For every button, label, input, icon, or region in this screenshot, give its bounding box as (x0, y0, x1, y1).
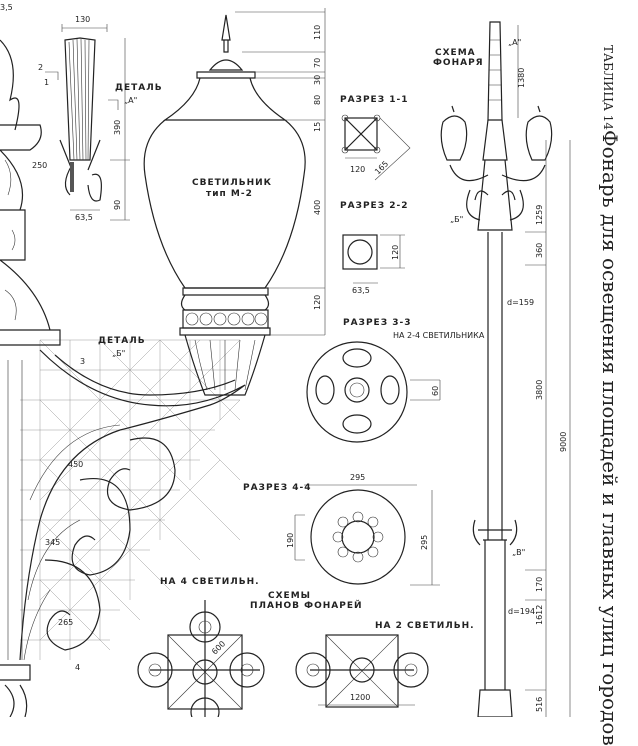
plate-title: Фонарь для освещения площадей и главных … (598, 130, 622, 746)
dim-label: 70 (313, 58, 322, 68)
section-mark: 4 (75, 663, 80, 672)
luminaire-m2 (143, 8, 326, 396)
dim-label: 1259 (535, 205, 544, 225)
dim-label: 63,5 (75, 213, 93, 222)
dim-label: 60 (431, 386, 440, 396)
detail-a-mark: „А" (124, 96, 137, 105)
dim-label: 120 (313, 295, 322, 310)
section-3-3-note: НА 2-4 СВЕТИЛЬНИКА (393, 331, 485, 340)
dim-label: 295 (350, 473, 365, 482)
dim-label: 90 (113, 200, 122, 210)
plans-subtitle: ПЛАНОВ ФОНАРЕЙ (250, 599, 363, 611)
dim-label: 516 (535, 697, 544, 712)
luminaire-name: СВЕТИЛЬНИК (192, 178, 272, 188)
section-3-3 (304, 341, 441, 486)
scheme-label2: ФОНАРЯ (433, 58, 484, 68)
section-mark: 2 (38, 63, 43, 72)
dim-label: 1612 (535, 605, 544, 625)
scheme-mark-a: „А" (508, 38, 521, 47)
dim-label: 600 (210, 639, 227, 656)
plan-4-luminaires (137, 600, 265, 717)
section-mark: 3 (80, 357, 85, 366)
section-2-2-label: РАЗРЕЗ 2-2 (340, 201, 409, 211)
plan-2-label: НА 2 СВЕТИЛЬН. (375, 621, 475, 631)
diameter-label: d=194 (508, 607, 535, 616)
detail-a-label: ДЕТАЛЬ (115, 83, 163, 93)
dim-label: 265 (58, 618, 73, 627)
section-3-3-label: РАЗРЕЗ 3-3 (343, 318, 412, 328)
diameter-label: d=159 (507, 298, 534, 307)
detail-b-mark: „Б" (112, 349, 125, 358)
luminaire-type: тип М-2 (206, 189, 253, 199)
plans-title: СХЕМЫ (268, 591, 311, 601)
dim-label: 120 (350, 165, 365, 174)
lantern-drawing: ДЕТАЛЬ „А" 130 390 90 63,5 1 3,5 250 2 3… (0, 3, 571, 717)
column-fragment (0, 39, 61, 717)
dim-label: 110 (313, 25, 322, 40)
dim-label: 63,5 (352, 286, 370, 295)
scheme-mark-v: „В" (512, 548, 525, 557)
detail-b-bracket (19, 349, 246, 661)
lantern-scheme (440, 21, 571, 717)
dim-label: 30 (313, 75, 322, 85)
scheme-label: СХЕМА (435, 48, 476, 58)
dim-label: 450 (68, 460, 83, 469)
dim-label: 1200 (350, 693, 370, 702)
dim-label: 165 (373, 159, 390, 176)
dim-label: 1380 (517, 68, 526, 88)
section-4-4-label: РАЗРЕЗ 4-4 (243, 483, 312, 493)
labels: ДЕТАЛЬ „А" 130 390 90 63,5 1 3,5 250 2 3… (0, 3, 568, 712)
dim-label: 3800 (535, 380, 544, 400)
dim-label: 130 (75, 15, 90, 24)
dim-label: 390 (113, 120, 122, 135)
dim-label: 3,5 (0, 3, 13, 12)
dim-label: 9000 (559, 432, 568, 452)
plan-2-luminaires (295, 634, 429, 708)
dim-label: 190 (286, 533, 295, 548)
section-4-4 (294, 489, 440, 586)
dim-label: 295 (420, 535, 429, 550)
section-1-1 (341, 114, 411, 181)
detail-b-label: ДЕТАЛЬ (98, 336, 146, 346)
dim-label: 80 (313, 95, 322, 105)
dim-label: 170 (535, 577, 544, 592)
dim-label: 250 (32, 161, 47, 170)
scheme-mark-b: „Б" (450, 215, 463, 224)
dim-label: 120 (391, 245, 400, 260)
section-2-2 (342, 234, 405, 284)
section-1-1-label: РАЗРЕЗ 1-1 (340, 95, 409, 105)
plan-4-label: НА 4 СВЕТИЛЬН. (160, 577, 260, 587)
dim-label: 400 (313, 200, 322, 215)
table-label: ТАБЛИЦА 14 (601, 45, 615, 131)
dim-label: 15 (313, 122, 322, 132)
detail-a-finial (45, 24, 130, 221)
dim-label: 360 (535, 243, 544, 258)
section-mark: 1 (44, 78, 49, 87)
dim-label: 345 (45, 538, 60, 547)
